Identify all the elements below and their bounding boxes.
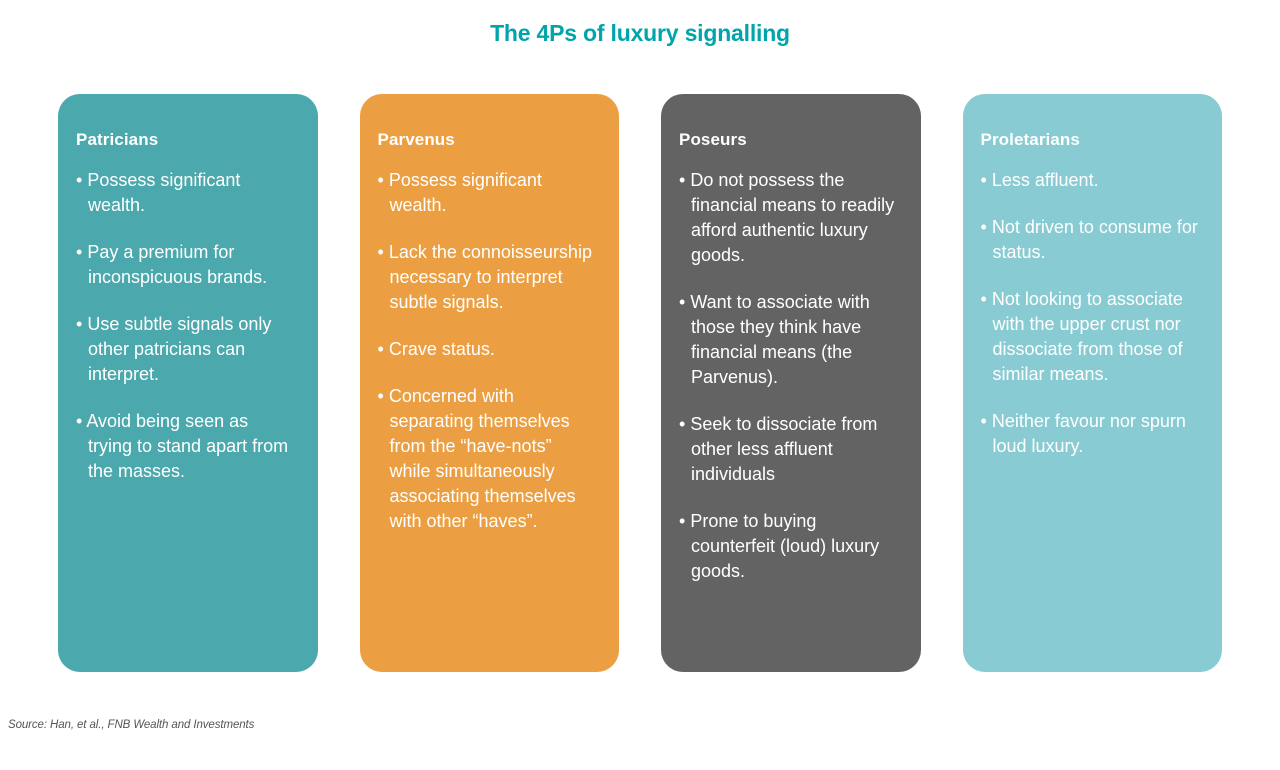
bullet-list: • Do not possess the financial means to … [679,168,899,584]
bullet-dot-icon: • [377,339,384,359]
bullet-list: • Less affluent. • Not driven to consume… [981,168,1201,459]
list-item: • Not looking to associate with the uppe… [981,287,1201,387]
bullet-dot-icon: • [76,242,83,262]
card-heading: Poseurs [679,130,747,149]
page-title: The 4Ps of luxury signalling [490,20,790,46]
list-item: • Possess significant wealth. [76,168,296,218]
list-item: • Possess significant wealth. [378,168,598,218]
cards-row: Patricians • Possess significant wealth.… [58,94,1222,672]
card-heading: Patricians [76,130,159,149]
list-item: • Want to associate with those they thin… [679,290,899,390]
list-item-text: Lack the connoisseurship necessary to in… [388,242,592,312]
list-item-text: Not looking to associate with the upper … [991,289,1183,384]
list-item: • Crave status. [378,337,598,362]
card-heading: Proletarians [980,130,1080,149]
bullet-list: • Possess significant wealth. • Pay a pr… [76,168,296,484]
list-item-text: Use subtle signals only other patricians… [87,314,272,384]
list-item-text: Pay a premium for inconspicuous brands. [87,242,268,287]
bullet-dot-icon: • [377,242,384,262]
list-item-text: Seek to dissociate from other less afflu… [690,414,878,484]
list-item-text: Neither favour nor spurn loud luxury. [991,411,1186,456]
list-item: • Prone to buying counterfeit (loud) lux… [679,509,899,584]
card-proletarians: Proletarians • Less affluent. • Not driv… [962,94,1222,672]
bullet-dot-icon: • [980,217,987,237]
list-item-text: Want to associate with those they think … [690,292,870,387]
bullet-dot-icon: • [679,292,686,312]
bullet-dot-icon: • [76,314,83,334]
bullet-list: • Possess significant wealth. • Lack the… [378,168,598,534]
list-item: • Avoid being seen as trying to stand ap… [76,409,296,484]
list-item: • Use subtle signals only other patricia… [76,312,296,387]
card-poseurs: Poseurs • Do not possess the financial m… [661,94,921,672]
list-item: • Do not possess the financial means to … [679,168,899,268]
list-item: • Concerned with separating themselves f… [378,384,598,534]
bullet-dot-icon: • [980,411,987,431]
source-note: Source: Han, et al., FNB Wealth and Inve… [8,719,255,731]
card-parvenus: Parvenus • Possess significant wealth. •… [359,94,619,672]
list-item-text: Prone to buying counterfeit (loud) luxur… [690,511,880,581]
list-item-text: Do not possess the financial means to re… [690,170,895,265]
bullet-dot-icon: • [980,289,987,309]
list-item-text: Possess significant wealth. [388,170,542,215]
bullet-dot-icon: • [980,170,987,190]
list-item-text: Avoid being seen as trying to stand apar… [86,411,289,481]
bullet-dot-icon: • [76,411,83,431]
list-item: • Less affluent. [981,168,1201,193]
list-item: • Not driven to consume for status. [981,215,1201,265]
list-item: • Pay a premium for inconspicuous brands… [76,240,296,290]
list-item-text: Not driven to consume for status. [991,217,1198,262]
list-item-text: Concerned with separating themselves fro… [388,386,576,531]
list-item: • Seek to dissociate from other less aff… [679,412,899,487]
list-item: • Lack the connoisseurship necessary to … [378,240,598,315]
bullet-dot-icon: • [679,414,686,434]
bullet-dot-icon: • [377,386,384,406]
bullet-dot-icon: • [76,170,83,190]
bullet-dot-icon: • [679,170,686,190]
card-patricians: Patricians • Possess significant wealth.… [58,94,318,672]
bullet-dot-icon: • [679,511,686,531]
card-heading: Parvenus [377,130,455,149]
bullet-dot-icon: • [377,170,384,190]
list-item-text: Possess significant wealth. [87,170,241,215]
list-item-text: Less affluent. [991,170,1099,190]
list-item-text: Crave status. [388,339,495,359]
list-item: • Neither favour nor spurn loud luxury. [981,409,1201,459]
